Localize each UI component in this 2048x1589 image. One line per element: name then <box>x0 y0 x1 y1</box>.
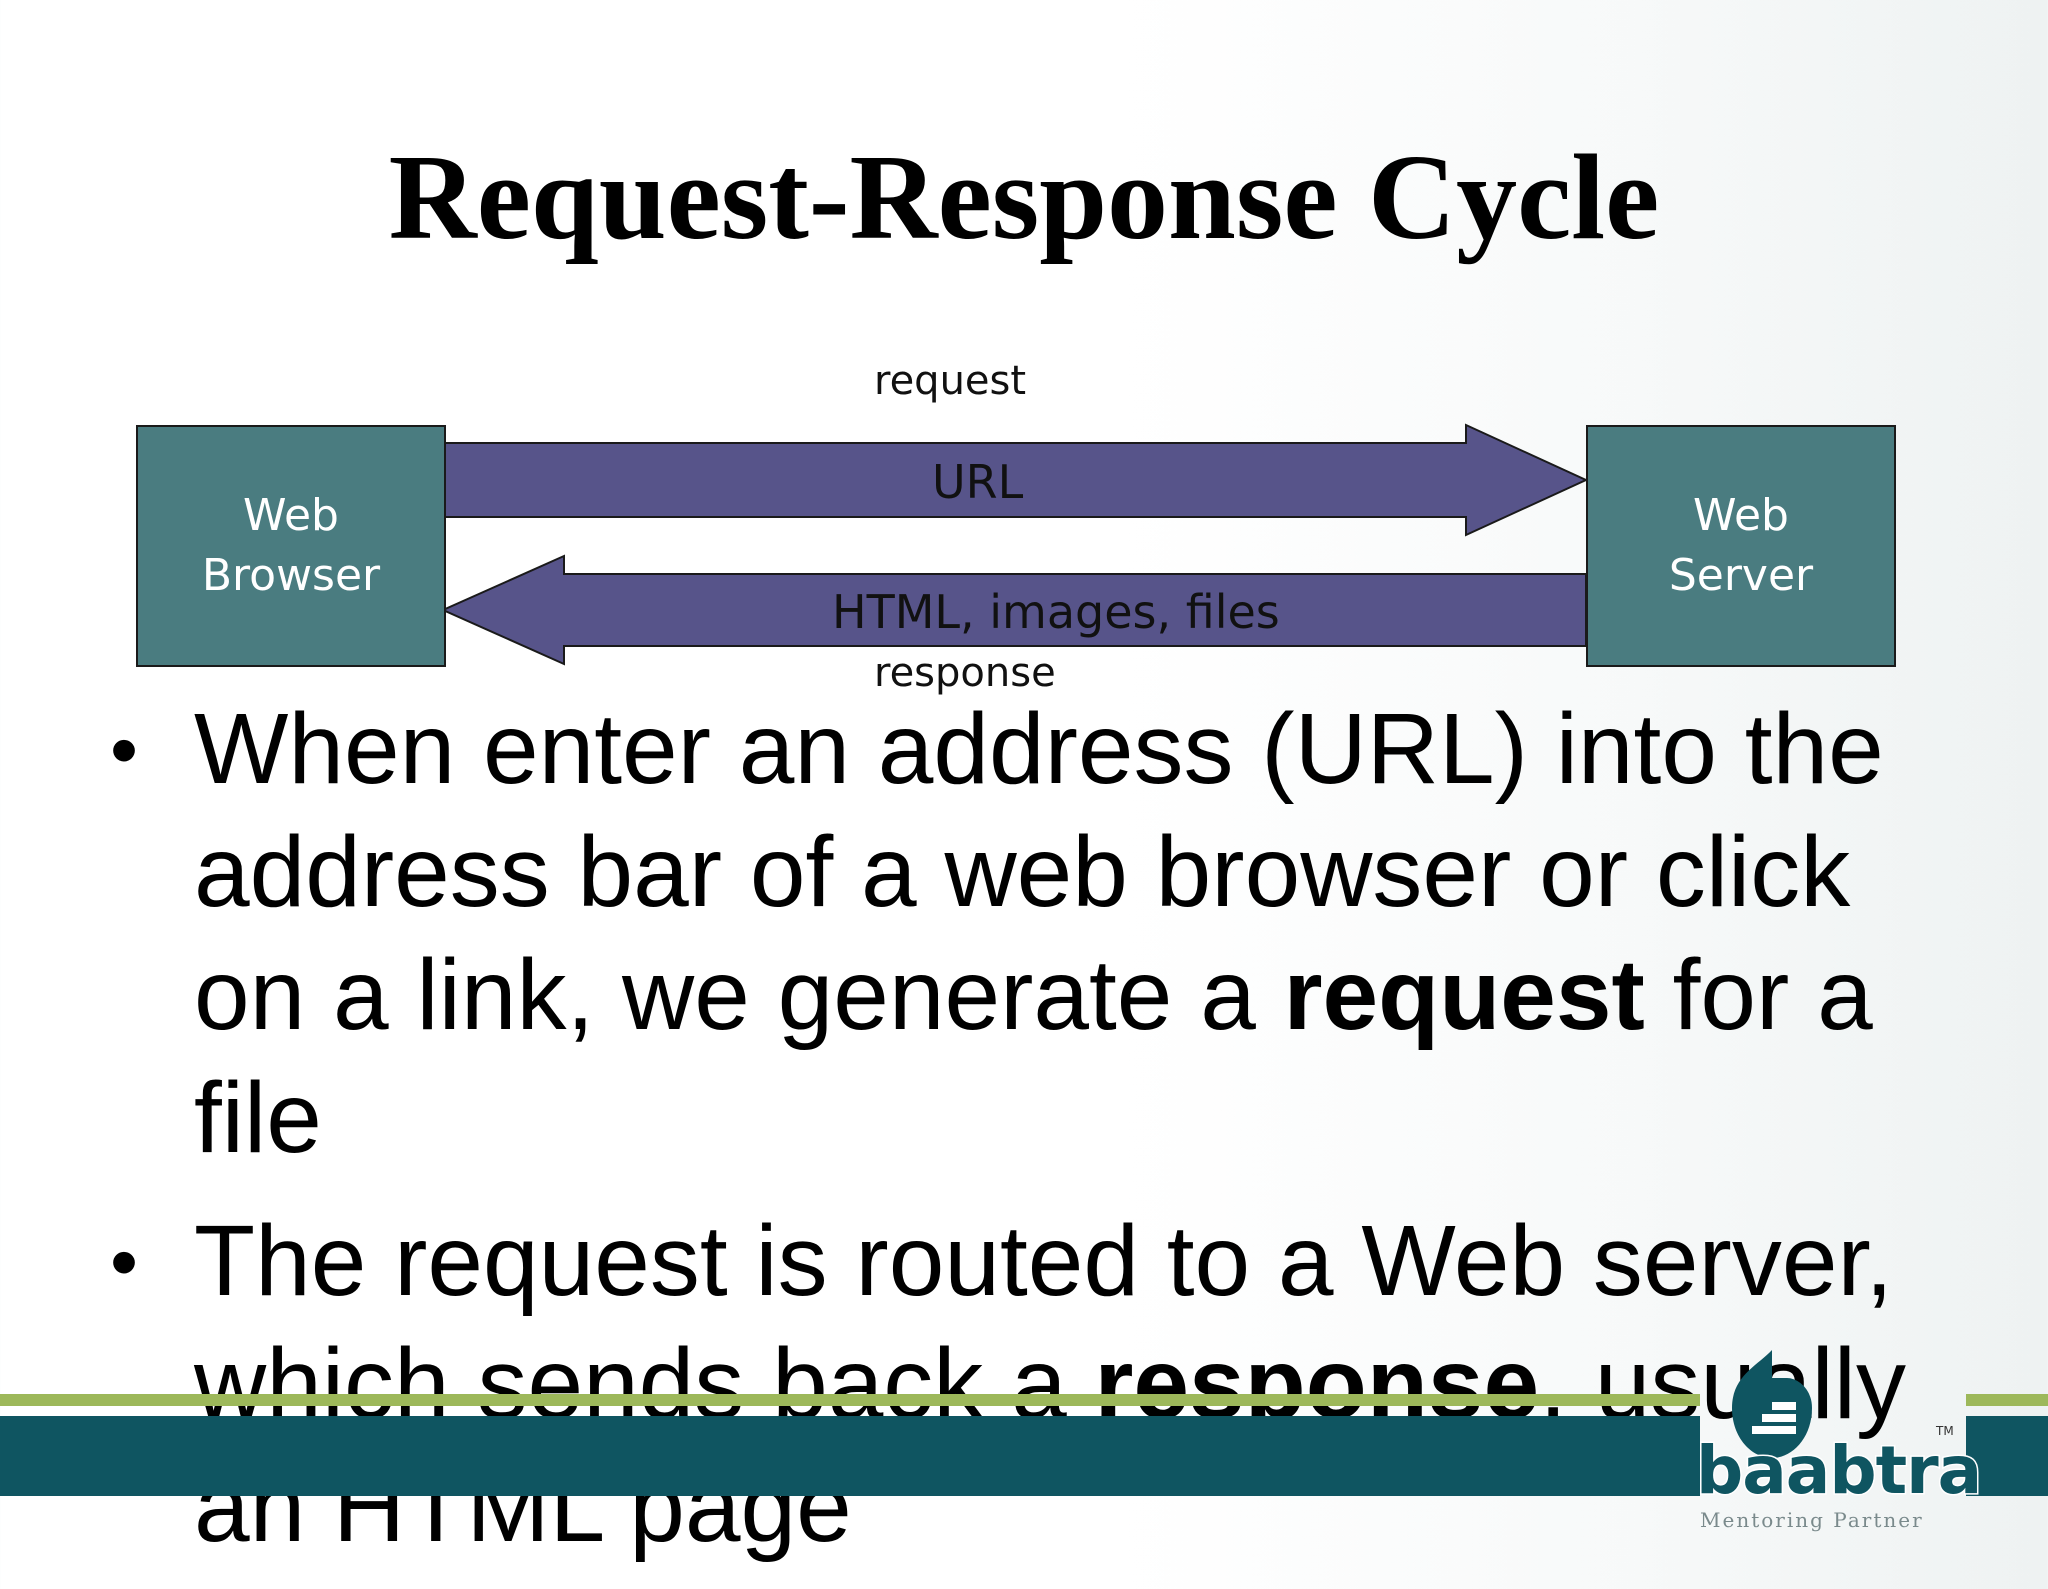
bullet-2-bold: response <box>1094 1328 1540 1440</box>
bullet-item: When enter an address (URL) into the add… <box>110 688 1910 1180</box>
logo-tagline: Mentoring Partner <box>1700 1508 1924 1532</box>
bullet-item: The request is routed to a Web server, w… <box>110 1200 1910 1569</box>
html-files-label: HTML, images, files <box>832 585 1280 639</box>
web-browser-label-line1: Web <box>243 490 339 541</box>
web-server-label-line1: Web <box>1693 490 1789 541</box>
request-label: request <box>874 358 1027 404</box>
request-response-diagram: Web Browser Web Server request URL HTML,… <box>0 0 2048 700</box>
response-arrow <box>440 554 1587 666</box>
logo-trademark: TM <box>1936 1424 1954 1438</box>
slide-title: Request-Response Cycle <box>388 130 1660 265</box>
url-label: URL <box>932 455 1024 509</box>
footer-stripe-light-right <box>1966 1394 2048 1406</box>
web-browser-label-line2: Browser <box>201 550 381 601</box>
bullet-1-bold: request <box>1283 939 1645 1051</box>
request-arrow <box>442 423 1589 537</box>
diagram-arrows <box>440 423 1589 666</box>
bullet-1-text: When enter an address (URL) into the add… <box>194 693 1884 1051</box>
web-browser-box: Web Browser <box>136 425 446 667</box>
web-server-label-line2: Server <box>1668 550 1814 601</box>
web-server-box: Web Server <box>1586 425 1896 667</box>
logo-wordmark: baabtra <box>1694 1431 1983 1511</box>
baabtra-logo: baabtra TM Mentoring Partner <box>1694 1340 1984 1536</box>
logo-mark-icon <box>1732 1350 1812 1458</box>
bullet-list: When enter an address (URL) into the add… <box>110 688 1910 1589</box>
bullet-1-tail: for a file <box>194 939 1873 1174</box>
